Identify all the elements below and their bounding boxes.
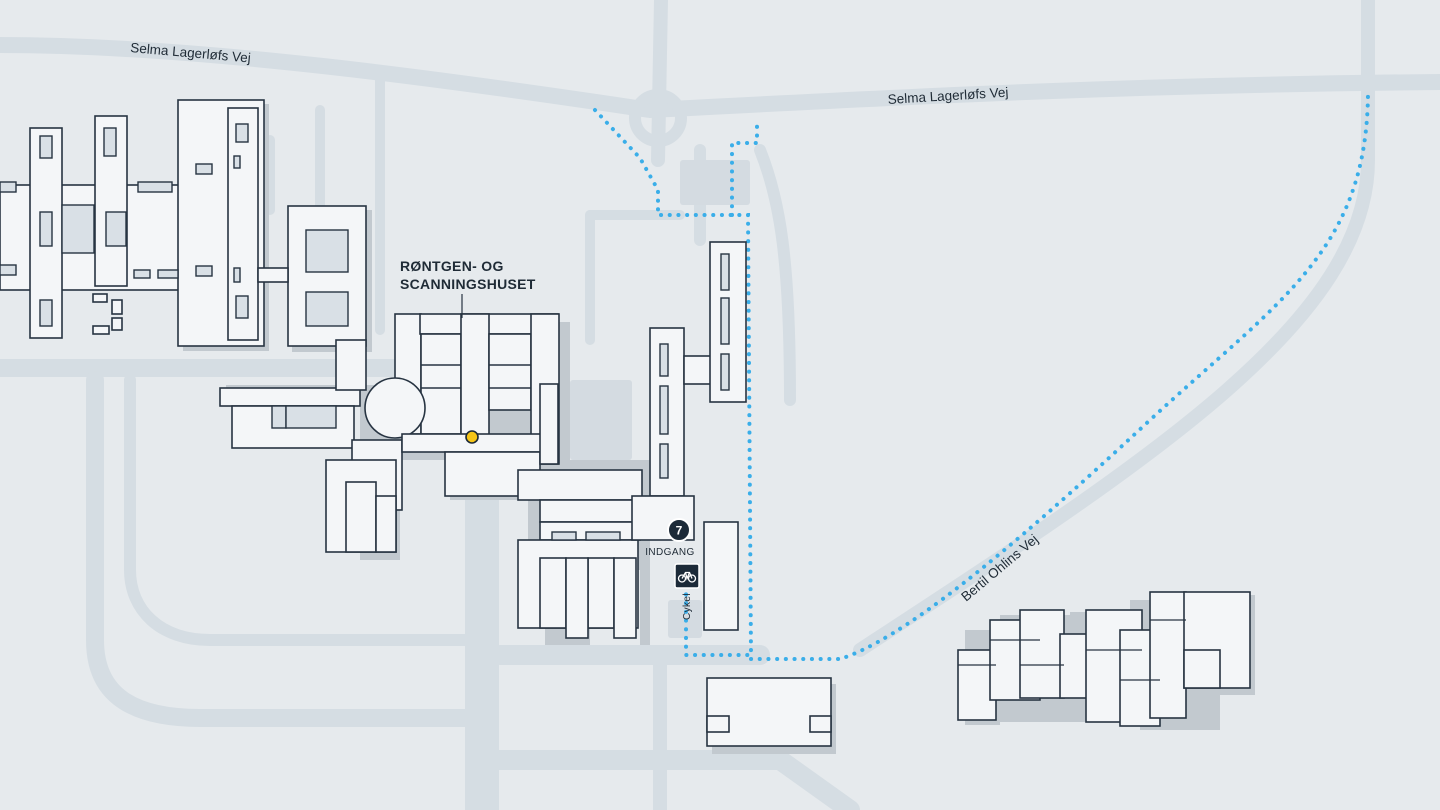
destination-marker-icon[interactable] [465,430,479,444]
building-main-complex[interactable] [219,241,747,645]
building-west-complex[interactable] [0,99,372,352]
building-east[interactable] [957,591,1255,730]
street-label-bertil: Bertil Ohlins Vej [958,532,1041,605]
bike-parking[interactable]: Cykel [674,563,700,620]
destination-label: RØNTGEN- OG SCANNINGSHUSET [400,258,536,318]
destination-label-line1: RØNTGEN- OG [400,258,504,274]
building-south[interactable] [706,677,836,754]
entrance-number: 7 [676,524,683,538]
bicycle-glyph-icon [677,571,697,583]
entrance-number-badge[interactable] [667,518,691,542]
street-label-selma-east: Selma Lagerløfs Vej [887,85,1009,107]
entrance-7-marker[interactable]: 7 INDGANG [645,518,694,558]
walking-route [593,88,1370,661]
destination-label-line2: SCANNINGSHUSET [400,276,536,292]
entrance-label: INDGANG [645,547,694,558]
street-label-selma-west: Selma Lagerløfs Vej [130,40,252,65]
bike-parking-label: Cykel [682,593,693,620]
